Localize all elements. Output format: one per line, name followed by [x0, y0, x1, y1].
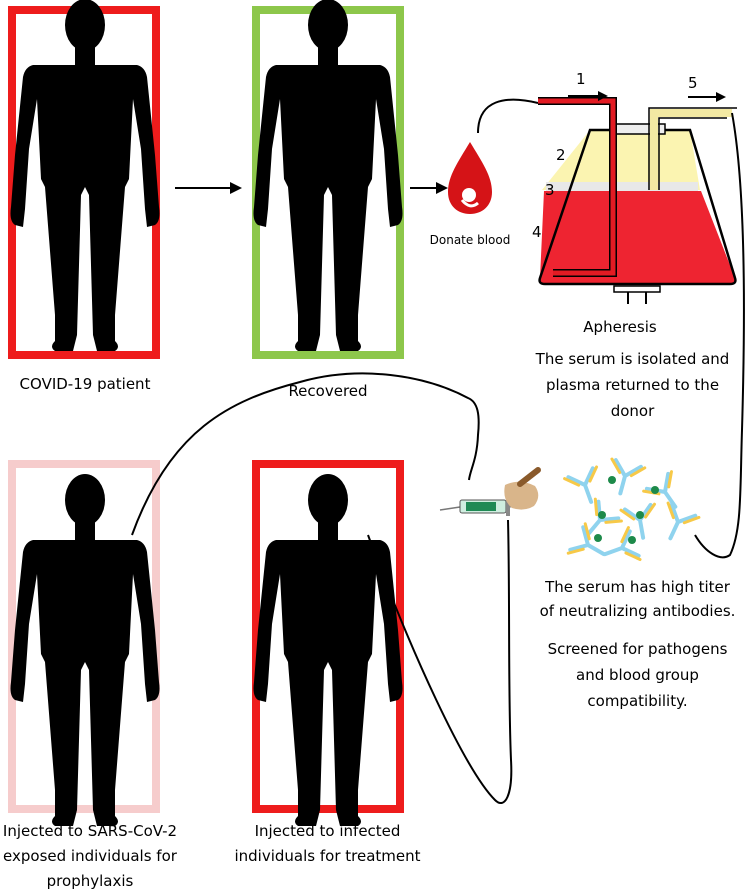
antibody-line2: of neutralizing antibodies. [539, 602, 736, 620]
hand-icon [504, 467, 541, 510]
antibody-line4: and blood group [576, 666, 699, 684]
arrow-patient-to-recovered [175, 182, 242, 194]
treatment-line2: individuals for treatment [234, 847, 421, 865]
prophylaxis-human-silhouette-icon [10, 474, 160, 826]
treatment-line1: Injected to infected [254, 822, 401, 840]
apheresis-desc-line2: plasma returned to the [545, 376, 720, 394]
recovered-label: Recovered [288, 382, 368, 400]
donor-tube [477, 98, 539, 134]
antibody-icon [562, 457, 701, 573]
antibody-line1: The serum has high titer [545, 578, 730, 596]
prophylaxis-line1: Injected to SARS-CoV-2 [2, 822, 178, 840]
arrow-recovered-to-donate [410, 182, 448, 194]
connector-to-treatment [367, 519, 513, 804]
apheresis-desc-line1: The serum is isolated and [535, 350, 730, 368]
treatment-human-silhouette-icon [253, 474, 403, 826]
blood-drop-icon [448, 142, 492, 214]
step-4: 4 [532, 223, 542, 241]
connector-to-prophylaxis [131, 372, 480, 536]
apheresis-flask-icon [538, 91, 737, 304]
step-2: 2 [556, 146, 566, 164]
prophylaxis-frame [8, 460, 160, 813]
prophylaxis-line2: exposed individuals for [3, 847, 177, 865]
return-tube [694, 112, 745, 559]
step-5: 5 [688, 74, 698, 92]
recovered-human-silhouette-icon [253, 0, 403, 351]
apheresis-desc-line3: donor [610, 402, 655, 420]
prophylaxis-line3: prophylaxis [46, 872, 134, 890]
treatment-frame [252, 460, 404, 813]
donate-label: Donate blood [429, 233, 511, 247]
apheresis-title: Apheresis [583, 318, 657, 336]
antibody-line5: compatibility. [587, 692, 688, 710]
step-3: 3 [545, 181, 555, 199]
patient-label: COVID-19 patient [19, 375, 151, 393]
step-1: 1 [576, 70, 586, 88]
antibody-line3: Screened for pathogens [547, 640, 728, 658]
patient-human-silhouette-icon [10, 0, 160, 351]
